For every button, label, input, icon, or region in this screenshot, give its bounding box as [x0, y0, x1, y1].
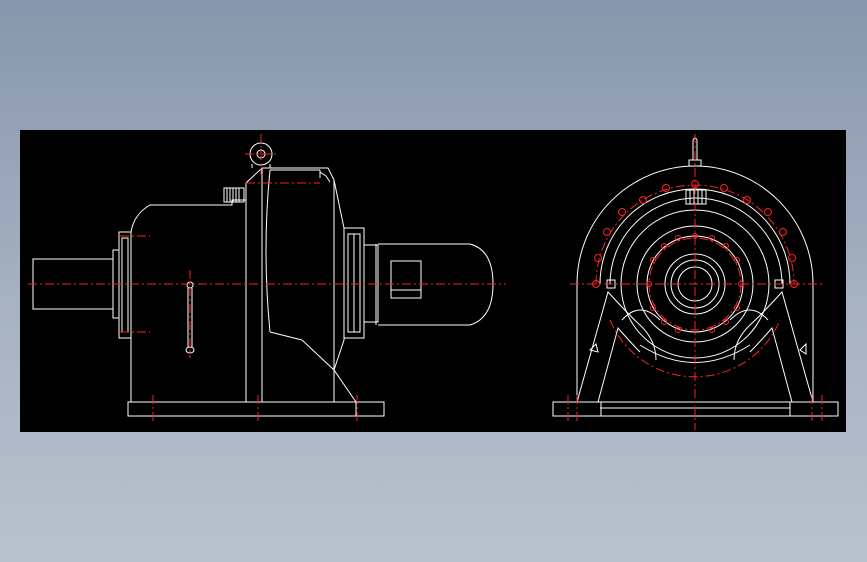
right-gusset — [733, 291, 814, 403]
left-gusset — [576, 291, 657, 403]
terminal-box — [390, 260, 422, 299]
base-plate — [127, 401, 385, 417]
cad-drawing-canvas — [28, 134, 839, 430]
cad-viewport[interactable] — [20, 130, 846, 432]
motor-body — [363, 244, 379, 323]
breather-knob — [223, 187, 245, 203]
side-view-drawing — [32, 142, 494, 417]
gearbox-ring — [245, 167, 335, 402]
side-view-centerlines — [28, 134, 506, 424]
front-breather — [685, 189, 707, 205]
front-view-centerlines — [567, 134, 823, 430]
